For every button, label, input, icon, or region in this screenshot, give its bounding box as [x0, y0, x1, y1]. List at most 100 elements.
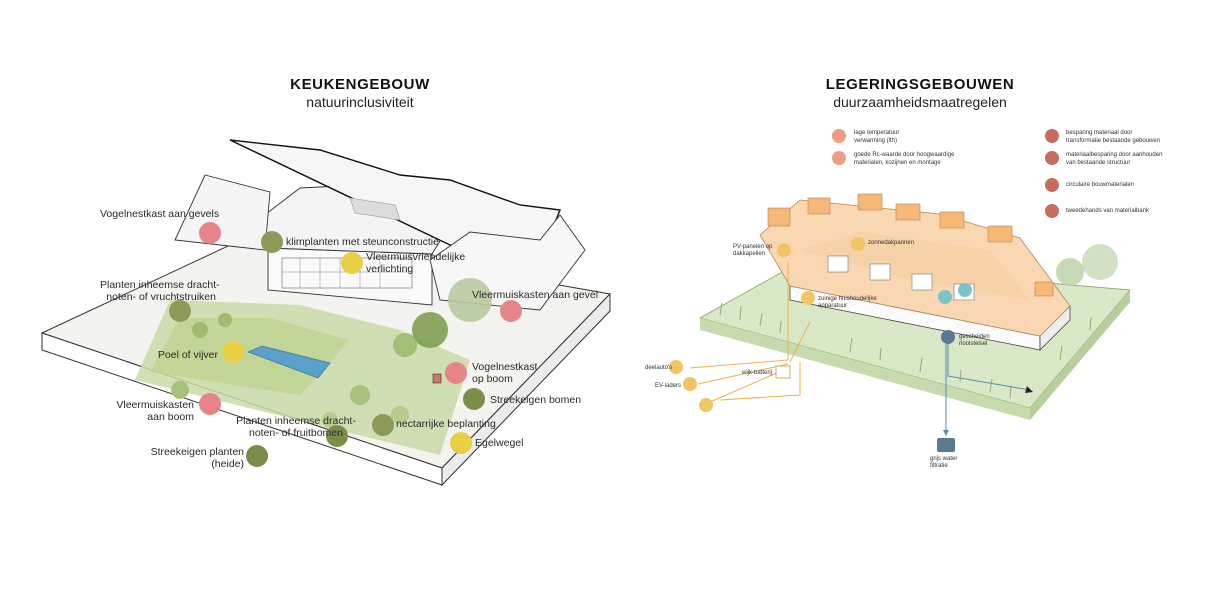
label-grey-water-1: grijs water: [930, 456, 958, 462]
label-battery: wijk-batterij: [742, 370, 773, 376]
energy-arrows: [689, 262, 811, 403]
label-bat-box-facade: Vleermuiskasten aan gevel: [472, 289, 599, 301]
native-shrubs-icon: [169, 300, 191, 322]
tree-right-1: [1082, 244, 1118, 280]
label-fruit-trees-2: noten- of fruitbomen: [249, 427, 343, 439]
legend-low-temp: lage temperatuur verwarming (lth): [854, 130, 900, 144]
bat-box-tree-icon: [199, 393, 221, 415]
label-shrubs-1: Planten inheemse dracht-: [100, 279, 220, 291]
label-appliance-2: apparatuur: [818, 303, 848, 309]
left-title: KEUKENGEBOUW natuurinclusiviteit: [260, 76, 460, 110]
battery-box: [775, 365, 791, 379]
label-nectar: nectarrijke beplanting: [396, 418, 496, 430]
dormer-5: [939, 211, 965, 229]
rc-value-icon: [832, 151, 846, 165]
left-title-sub: natuurinclusiviteit: [306, 94, 414, 110]
water-arrowhead: [943, 430, 949, 436]
tree-2: [412, 312, 448, 348]
label-heath-1: Streekeigen planten: [150, 446, 244, 458]
dormer-4: [895, 203, 921, 221]
tree-right-2: [1056, 258, 1084, 286]
legend-circular: circulaire bouwmaterialen: [1066, 182, 1135, 188]
right-title: LEGERINGSGEBOUWEN duurzaamheidsmaatregel…: [790, 76, 1050, 110]
label-nestbox-tree-2: op boom: [472, 373, 513, 385]
sewer-icon: [941, 330, 955, 344]
shrub-3: [171, 381, 189, 399]
dormer-1: [767, 207, 791, 227]
label-grey-water-2: filtratie: [930, 463, 948, 469]
bird-nestbox-tree-icon: [445, 362, 467, 384]
right-title-main: LEGERINGSGEBOUWEN: [825, 76, 1015, 93]
regional-trees-icon: [463, 388, 485, 410]
label-hedgehog: Egelwegel: [475, 437, 524, 449]
legend-material-savings: besparing materiaal door transformatie b…: [1066, 130, 1161, 144]
shrub-4: [350, 385, 370, 405]
label-bat-tree-1: Vleermuiskasten: [116, 399, 194, 411]
label-pv-2: dakkapellen: [733, 251, 766, 257]
label-solar-tiles: zonnedakpannen: [868, 240, 915, 246]
roof-window-2: [869, 263, 891, 281]
water-arrows: [945, 335, 1031, 430]
structure-preservation-icon: [1045, 151, 1059, 165]
roof-solar: [349, 197, 401, 221]
left-wing-roof: [174, 174, 271, 251]
circular-materials-icon: [1045, 178, 1059, 192]
bat-lighting-icon: [341, 252, 363, 274]
label-sewer-1: gescheiden: [959, 334, 990, 340]
climbing-plants-icon: [261, 231, 283, 253]
right-title-sub: duurzaamheidsmaatregelen: [833, 94, 1007, 110]
label-car-share: deelauto's: [645, 365, 673, 371]
label-bat-tree-2: aan boom: [147, 411, 194, 423]
label-nestbox-facade: Vogelnestkast aan gevels: [100, 208, 220, 220]
tree-1: [448, 278, 492, 322]
bike-icon: [699, 398, 713, 412]
second-hand-materials-icon: [1045, 204, 1059, 218]
label-climbing-plants: klimplanten met steunconstructie: [286, 236, 439, 248]
dormer-6: [987, 225, 1013, 243]
pv-panel-icon: [777, 243, 791, 257]
dormer-2: [807, 197, 831, 215]
shrub-6: [322, 412, 338, 428]
fruit-trees-icon: [326, 425, 348, 447]
bat-box-facade-icon: [500, 300, 522, 322]
dormer-7: [1034, 281, 1054, 297]
solar-roof-tile-icon: [851, 237, 865, 251]
ev-charger-icon: [683, 377, 697, 391]
label-pv-1: PV-panelen op: [733, 244, 773, 250]
left-title-main: KEUKENGEBOUW: [290, 76, 430, 93]
shrub-1: [192, 322, 208, 338]
label-nestbox-tree-1: Vogelnestkast: [472, 361, 538, 373]
label-bat-lighting-1: Vleermuisvriendelijke: [366, 251, 466, 263]
heath-plants-icon: [246, 445, 268, 467]
hedgehog-path-icon: [450, 432, 472, 454]
nectar-plants-icon: [372, 414, 394, 436]
material-savings-icon: [1045, 129, 1059, 143]
pond-icon: [222, 341, 244, 363]
tree-3: [393, 333, 417, 357]
thermometer-icon: [938, 290, 952, 304]
shrub-2: [218, 313, 232, 327]
boiler-icon: [958, 283, 972, 297]
lawn-front: [700, 318, 1030, 420]
birdhouse: [432, 373, 442, 384]
sewer-arrowhead: [1025, 386, 1033, 393]
bird-nestbox-facade-icon: [199, 222, 221, 244]
label-appliance-1: zuinige huishoudelijke: [818, 296, 877, 302]
dormer-3: [857, 193, 883, 211]
base-slab-right: [441, 292, 611, 487]
lawn-side: [1030, 290, 1130, 420]
shrub-5: [391, 406, 409, 424]
grass-texture: [719, 302, 1092, 399]
label-shrubs-2: noten- of vruchtstruiken: [106, 291, 216, 303]
efficient-appliance-icon: [801, 291, 815, 305]
label-ev: EV-laders: [655, 383, 682, 389]
label-heath-2: (heide): [211, 458, 244, 470]
low-temp-heating-icon: [832, 129, 846, 143]
roof-window-3: [911, 273, 933, 291]
label-sewer-2: rioolstelsel: [959, 341, 988, 347]
label-pond: Poel of vijver: [157, 349, 218, 361]
legend-rc: goede Rc-waarde door hoogwaardige materi…: [854, 152, 955, 166]
grey-water-box: [937, 438, 955, 452]
